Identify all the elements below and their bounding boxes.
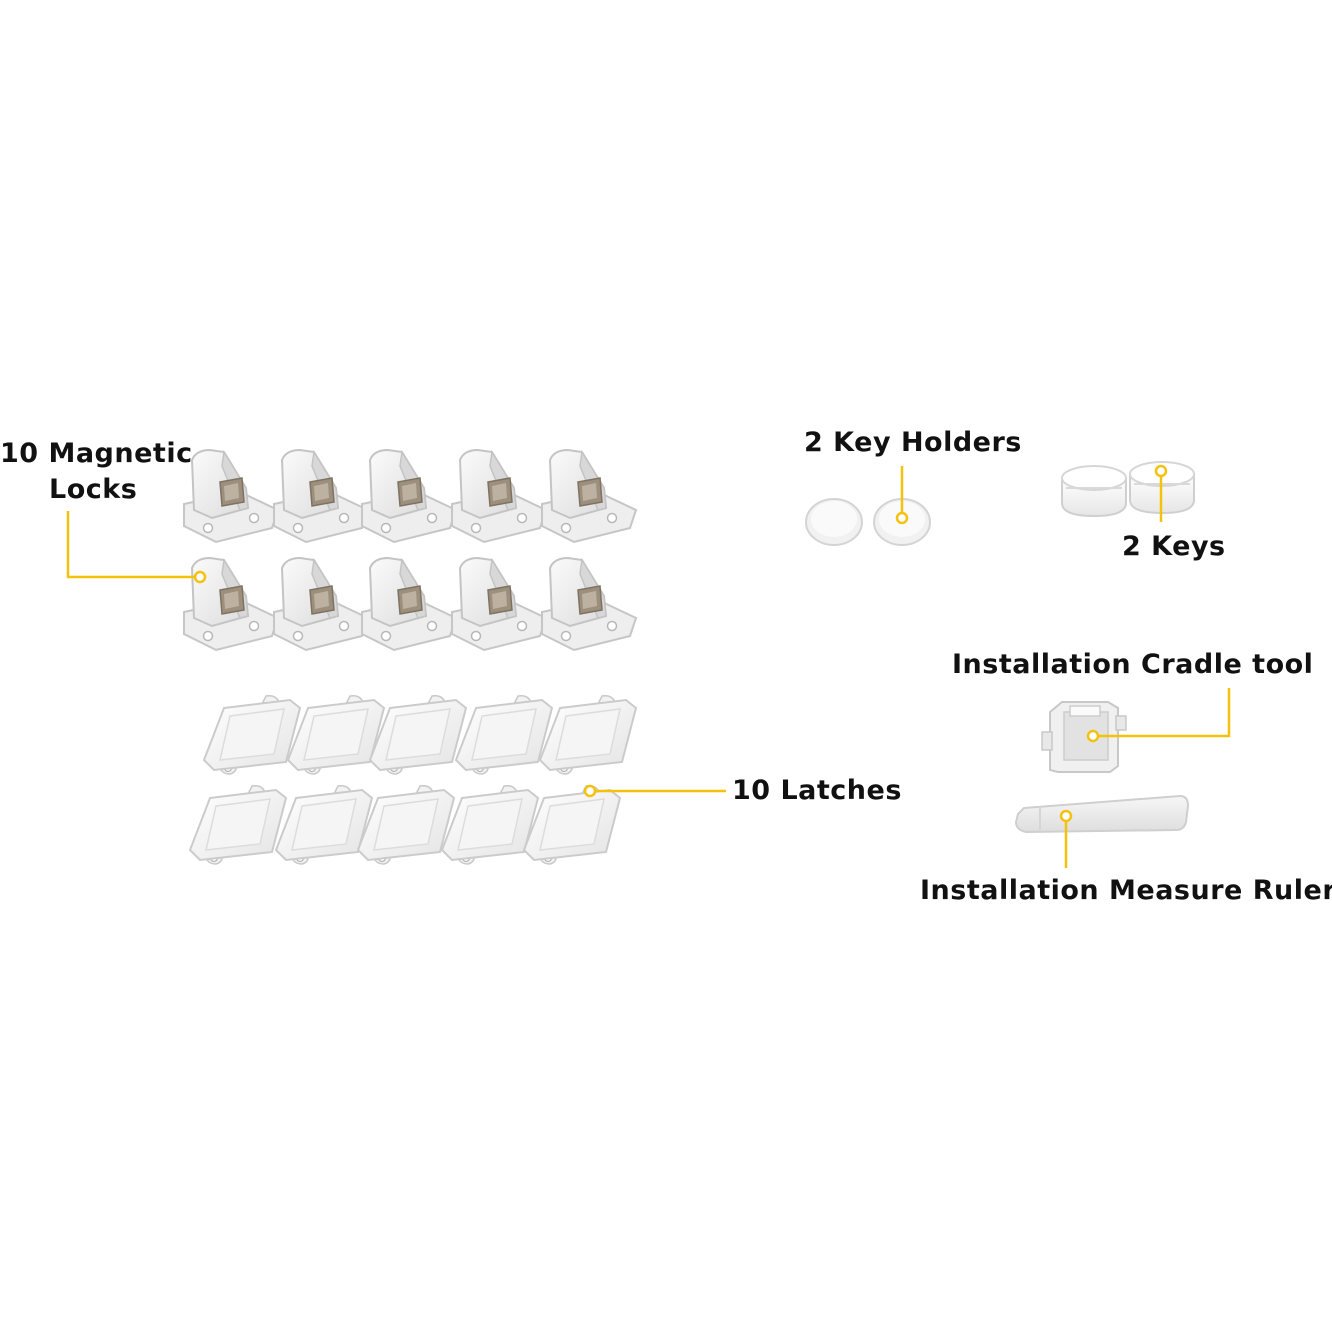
callout-dot-key-holders xyxy=(895,511,909,525)
key-holders-label: 2 Key Holders xyxy=(804,427,1022,458)
magnetic-lock xyxy=(541,448,638,544)
magnetic-locks-label-line2: Locks xyxy=(49,474,138,505)
callout-dot-measure-ruler xyxy=(1059,809,1073,823)
callouts xyxy=(66,464,1231,868)
key-cylinder xyxy=(1061,465,1127,518)
callout-line-cradle-tool xyxy=(1093,688,1231,738)
magnetic-lock xyxy=(273,448,370,544)
callout-line-magnetic-locks xyxy=(66,511,200,579)
magnetic-lock xyxy=(361,448,458,544)
latch xyxy=(440,784,540,865)
magnetic-locks-label-line1: 10 Magnetic xyxy=(0,438,193,469)
callout-dot-cradle-tool xyxy=(1086,729,1100,743)
magnetic-lock xyxy=(451,448,548,544)
latch xyxy=(286,694,386,775)
latch xyxy=(356,784,456,865)
callout-dot-keys xyxy=(1154,464,1168,478)
magnetic-lock xyxy=(451,556,548,652)
callout-dot-latches xyxy=(583,784,597,798)
keys-label: 2 Keys xyxy=(1122,531,1226,562)
installation-cradle-tool xyxy=(1041,701,1127,773)
magnetic-lock xyxy=(273,556,370,652)
latches-group xyxy=(188,694,638,865)
cradle-tool-label: Installation Cradle tool xyxy=(952,649,1314,680)
magnetic-locks-label: 10 Magnetic Locks xyxy=(0,436,193,508)
magnetic-lock xyxy=(183,448,280,544)
latch xyxy=(202,694,302,775)
magnetic-lock xyxy=(183,556,280,652)
magnetic-lock xyxy=(541,556,638,652)
latch xyxy=(274,784,374,865)
magnetic-lock xyxy=(361,556,458,652)
latch xyxy=(188,784,288,865)
latch xyxy=(538,694,638,775)
latch xyxy=(368,694,468,775)
latch xyxy=(522,784,622,865)
latches-label: 10 Latches xyxy=(732,775,902,806)
callout-dot-magnetic-locks xyxy=(193,570,207,584)
magnetic-locks-group xyxy=(183,448,638,652)
latch xyxy=(454,694,554,775)
key-holder-disc xyxy=(811,501,857,537)
keys-group xyxy=(1061,461,1195,518)
measure-ruler-label: Installation Measure Ruler xyxy=(920,875,1332,906)
key-holders-group xyxy=(805,498,931,546)
installation-measure-ruler xyxy=(1014,794,1190,834)
